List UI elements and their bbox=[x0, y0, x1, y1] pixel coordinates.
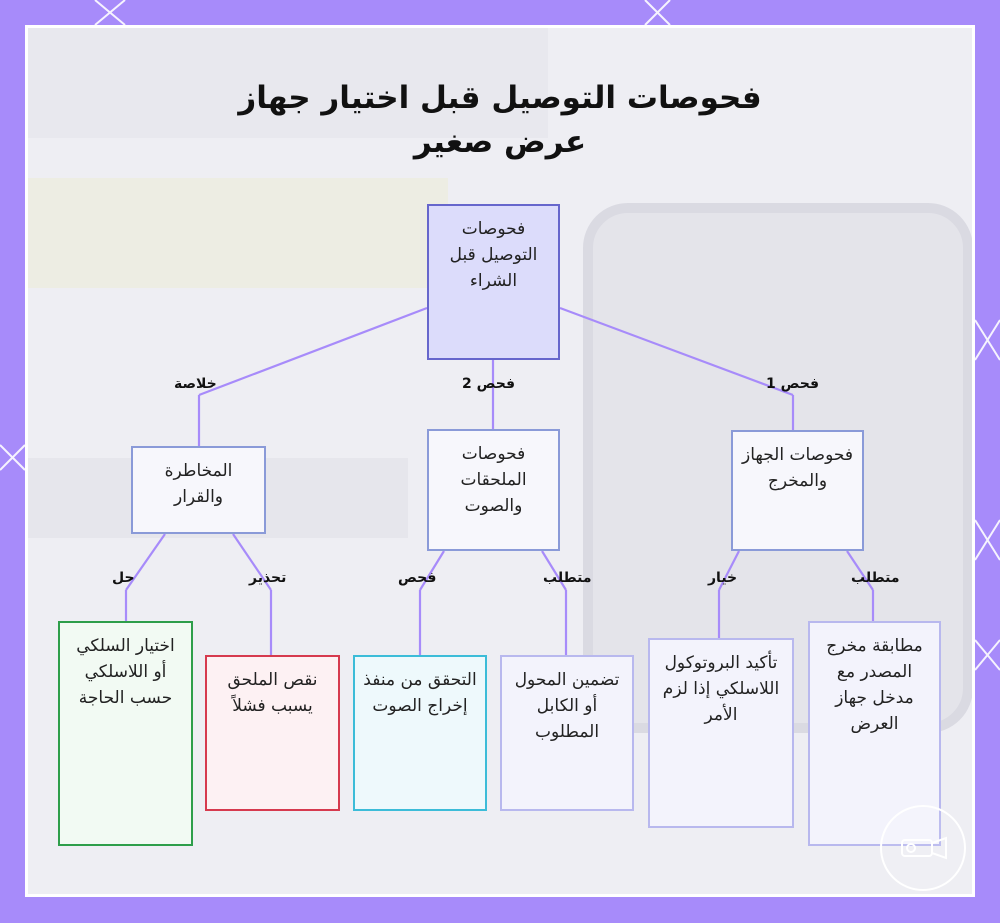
node-missing-accessory: نقص الملحق يسبب فشلاً bbox=[205, 655, 340, 811]
node-risk-decision-label: المخاطرة والقرار bbox=[164, 461, 233, 507]
node-match-output-label: مطابقة مخرج المصدر مع مدخل جهاز العرض bbox=[826, 636, 923, 734]
edge-label-requirement-2: متطلب bbox=[543, 570, 592, 586]
edge-label-requirement-1: متطلب bbox=[851, 570, 900, 586]
edge-label-summary: خلاصة bbox=[174, 376, 217, 392]
node-choose-connection: اختيار السلكي أو اللاسلكي حسب الحاجة bbox=[58, 621, 193, 846]
diagram-title: فحوصات التوصيل قبل اختيار جهاز عرض صغير bbox=[238, 80, 762, 160]
node-include-adapter: تضمين المحول أو الكابل المطلوب bbox=[500, 655, 634, 811]
node-device-checks: فحوصات الجهاز والمخرج bbox=[731, 430, 864, 551]
edge-label-check2: فحص 2 bbox=[462, 376, 515, 392]
node-include-adapter-label: تضمين المحول أو الكابل المطلوب bbox=[514, 670, 620, 742]
node-verify-audio: التحقق من منفذ إخراج الصوت bbox=[353, 655, 487, 811]
node-risk-decision: المخاطرة والقرار bbox=[131, 446, 266, 534]
node-device-checks-label: فحوصات الجهاز والمخرج bbox=[741, 445, 853, 491]
edge-label-warning: تحذير bbox=[249, 570, 287, 586]
node-root: فحوصات التوصيل قبل الشراء bbox=[427, 204, 560, 360]
node-confirm-wireless: تأكيد البروتوكول اللاسلكي إذا لزم الأمر bbox=[648, 638, 794, 828]
projector-icon bbox=[901, 836, 947, 860]
node-missing-accessory-label: نقص الملحق يسبب فشلاً bbox=[227, 670, 318, 716]
node-accessory-checks: فحوصات الملحقات والصوت bbox=[427, 429, 560, 551]
edge-label-check: فحص bbox=[398, 570, 437, 586]
node-verify-audio-label: التحقق من منفذ إخراج الصوت bbox=[363, 670, 477, 716]
edge-label-option: خيار bbox=[708, 570, 738, 586]
edge-label-check1: فحص 1 bbox=[766, 376, 819, 392]
node-accessory-checks-label: فحوصات الملحقات والصوت bbox=[460, 444, 527, 516]
node-confirm-wireless-label: تأكيد البروتوكول اللاسلكي إذا لزم الأمر bbox=[662, 653, 780, 725]
edge-label-solution: حل bbox=[112, 570, 135, 586]
node-root-label: فحوصات التوصيل قبل الشراء bbox=[449, 219, 538, 291]
projector-logo-badge bbox=[880, 805, 966, 891]
node-choose-connection-label: اختيار السلكي أو اللاسلكي حسب الحاجة bbox=[76, 636, 175, 708]
